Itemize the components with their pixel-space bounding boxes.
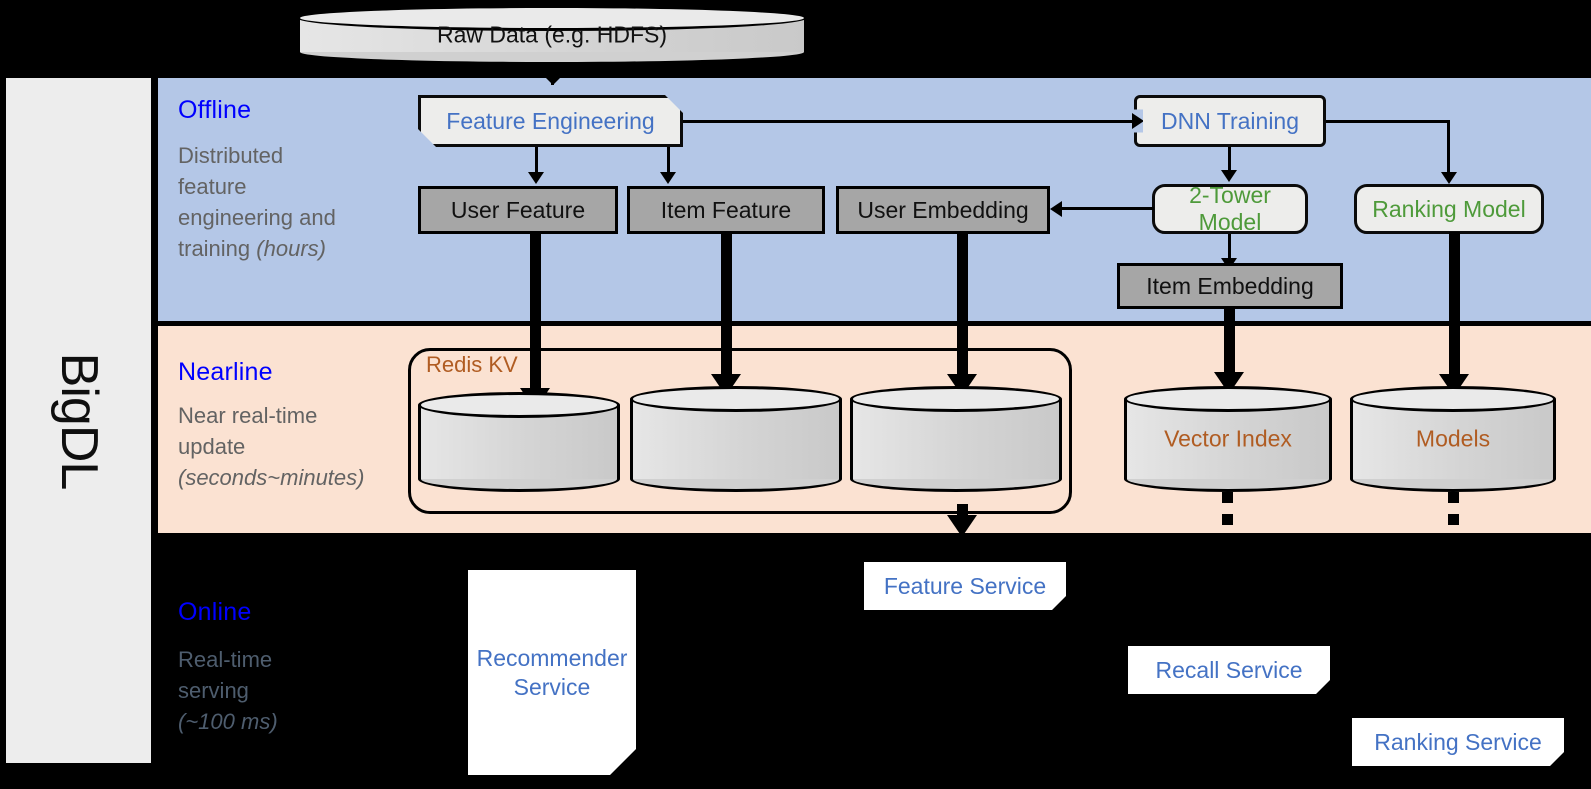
connector-redis-to-featureservice-stub bbox=[957, 504, 968, 515]
ranking-service-node[interactable]: Ranking Service bbox=[1352, 718, 1564, 766]
nearline-title: Nearline bbox=[178, 358, 273, 386]
cylinder-body bbox=[850, 399, 1062, 479]
edge-fe-to-itemfeature-arrowhead bbox=[660, 172, 676, 184]
item-feature-store-cylinder[interactable] bbox=[630, 386, 842, 492]
online-title: Online bbox=[178, 598, 252, 626]
connector-vectorindex-stub-2 bbox=[1222, 514, 1233, 525]
online-subtitle: Real-time serving (~100 ms) bbox=[178, 644, 408, 737]
dnn-training-label: DNN Training bbox=[1160, 107, 1300, 134]
offline-sub-line3: engineering and bbox=[178, 205, 336, 230]
bigdl-label: BigDL bbox=[49, 352, 108, 489]
nearline-sub-em: (seconds~minutes) bbox=[178, 465, 365, 490]
recall-service-label: Recall Service bbox=[1155, 656, 1303, 683]
online-sub-line2: serving bbox=[178, 678, 249, 703]
ranking-model-label: Ranking Model bbox=[1372, 195, 1526, 222]
offline-sub-line2: feature bbox=[178, 174, 247, 199]
cylinder-top bbox=[630, 386, 842, 412]
feature-engineering-node[interactable]: Feature Engineering bbox=[418, 95, 683, 147]
raw-data-cylinder: Raw Data (e.g. HDFS) bbox=[297, 5, 807, 65]
user-feature-node[interactable]: User Feature bbox=[418, 186, 618, 234]
cylinder-top bbox=[297, 5, 807, 31]
edge-fe-to-userfeature-arrowhead bbox=[528, 172, 544, 184]
pipe-itemembedding-to-vectorindex bbox=[1224, 307, 1235, 375]
recall-service-node[interactable]: Recall Service bbox=[1128, 646, 1330, 694]
item-feature-label: Item Feature bbox=[660, 196, 792, 223]
offline-sub-line4: training bbox=[178, 236, 257, 261]
models-label: Models bbox=[1415, 425, 1491, 452]
connector-vectorindex-stub-1 bbox=[1222, 492, 1233, 503]
edge-twotower-to-userembedding-arrowhead bbox=[1050, 201, 1062, 217]
redis-kv-label: Redis KV bbox=[426, 352, 518, 377]
user-feature-store-cylinder[interactable] bbox=[418, 392, 620, 492]
ranking-service-label: Ranking Service bbox=[1374, 728, 1542, 755]
recommender-service-node[interactable]: Recommender Service bbox=[468, 570, 636, 775]
pipe-userfeature-to-store bbox=[530, 232, 541, 392]
edge-rawdata-to-fe-arrowhead bbox=[531, 63, 575, 85]
two-tower-model-node[interactable]: 2-Tower Model bbox=[1152, 182, 1308, 235]
user-embedding-store-cylinder[interactable] bbox=[850, 386, 1062, 492]
redis-kv-container bbox=[408, 348, 1072, 514]
item-embedding-label: Item Embedding bbox=[1146, 272, 1314, 299]
user-embedding-node[interactable]: User Embedding bbox=[836, 186, 1050, 234]
connector-models-stub-2 bbox=[1448, 514, 1459, 525]
nearline-sub-line2: update bbox=[178, 434, 246, 459]
edge-dnn-to-twotower-arrowhead bbox=[1221, 170, 1237, 182]
item-embedding-node[interactable]: Item Embedding bbox=[1117, 263, 1343, 309]
cylinder-top bbox=[418, 392, 620, 418]
feature-service-node[interactable]: Feature Service bbox=[864, 562, 1066, 610]
cylinder-top bbox=[1350, 386, 1556, 412]
cylinder-body bbox=[1124, 399, 1332, 479]
edge-dnn-to-ranking-h bbox=[1326, 120, 1450, 123]
edge-twotower-to-userembedding bbox=[1062, 207, 1154, 210]
user-embedding-label: User Embedding bbox=[857, 196, 1029, 223]
vector-index-cylinder[interactable]: Vector Index bbox=[1124, 386, 1332, 492]
cylinder-body bbox=[630, 399, 842, 479]
bigdl-sidebar: BigDL bbox=[6, 78, 151, 763]
item-feature-node[interactable]: Item Feature bbox=[627, 186, 825, 234]
vector-index-label: Vector Index bbox=[1164, 425, 1292, 452]
offline-subtitle: Distributed feature engineering and trai… bbox=[178, 140, 388, 264]
two-tower-model-label: 2-Tower Model bbox=[1189, 182, 1271, 235]
edge-dnn-to-ranking-v bbox=[1447, 120, 1450, 173]
ranking-model-node[interactable]: Ranking Model bbox=[1354, 184, 1544, 234]
offline-sub-em: (hours) bbox=[256, 236, 326, 261]
cylinder-top bbox=[1124, 386, 1332, 412]
models-cylinder[interactable]: Models bbox=[1350, 386, 1556, 492]
raw-data-label: Raw Data (e.g. HDFS) bbox=[436, 21, 668, 48]
edge-dnn-to-ranking-arrowhead bbox=[1441, 172, 1457, 184]
edge-fe-to-itemfeature bbox=[667, 147, 670, 173]
user-feature-label: User Feature bbox=[450, 196, 586, 223]
edge-fe-to-userfeature bbox=[535, 147, 538, 173]
nearline-subtitle: Near real-time update (seconds~minutes) bbox=[178, 400, 418, 493]
pipe-itemfeature-to-store bbox=[721, 232, 732, 378]
online-sub-em: (~100 ms) bbox=[178, 709, 278, 734]
cylinder-body bbox=[1350, 399, 1556, 479]
edge-fe-to-dnn bbox=[683, 120, 1134, 123]
edge-fe-to-dnn-arrowhead bbox=[1132, 113, 1144, 129]
feature-engineering-label: Feature Engineering bbox=[446, 107, 655, 134]
connector-models-stub-1 bbox=[1448, 492, 1459, 503]
cylinder-top bbox=[850, 386, 1062, 412]
edge-twotower-to-itemembedding bbox=[1228, 234, 1231, 260]
connector-redis-to-featureservice-arrowhead bbox=[947, 515, 977, 537]
online-sub-line1: Real-time bbox=[178, 647, 273, 672]
pipe-rankingmodel-to-models bbox=[1449, 232, 1460, 378]
offline-sub-line1: Distributed bbox=[178, 143, 284, 168]
offline-title: Offline bbox=[178, 96, 252, 124]
pipe-userembedding-to-store bbox=[957, 232, 968, 378]
dnn-training-node[interactable]: DNN Training bbox=[1134, 95, 1326, 147]
feature-service-label: Feature Service bbox=[883, 572, 1047, 599]
nearline-sub-line1: Near real-time bbox=[178, 403, 318, 428]
recommender-service-label: Recommender Service bbox=[476, 644, 628, 700]
edge-dnn-to-twotower bbox=[1228, 147, 1231, 171]
